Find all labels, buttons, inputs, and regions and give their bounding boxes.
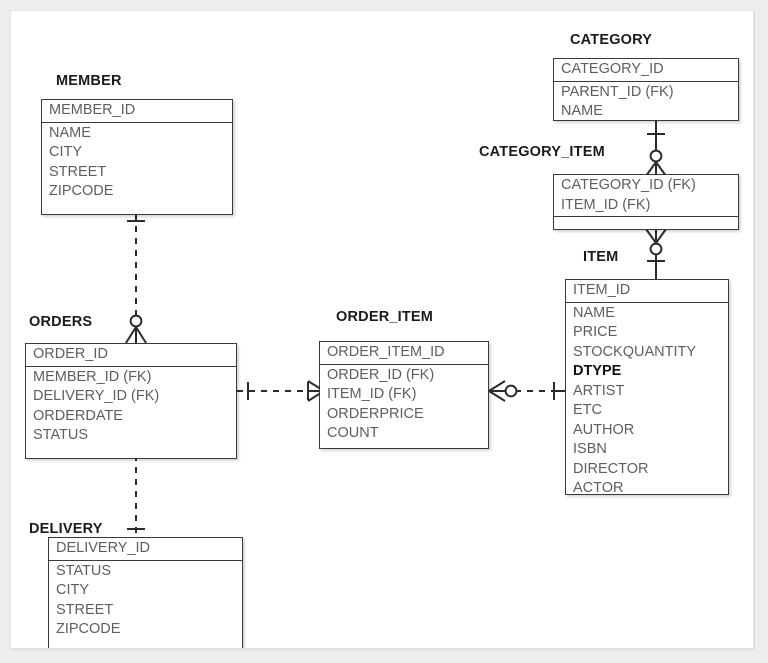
entity-title-category: CATEGORY (570, 32, 653, 48)
attr-section-member: NAME CITY STREET ZIPCODE (42, 123, 232, 204)
attribute-name: NAME (561, 103, 603, 119)
attribute-parent-id-fk: PARENT_ID (FK) (561, 83, 674, 100)
diagram-canvas: MEMBER MEMBER_ID NAME CITY STREET ZIPCOD… (10, 10, 754, 649)
entity-box-category[interactable]: CATEGORY_ID PARENT_ID (FK) NAME (553, 58, 739, 121)
attribute-category-id-fk: CATEGORY_ID (FK) (561, 177, 696, 193)
entity-title-member: MEMBER (56, 73, 122, 89)
attribute-street: STREET (56, 601, 114, 618)
attribute-orderprice: ORDERPRICE (327, 405, 424, 422)
relationship-category-category-item (645, 121, 667, 177)
relationship-category-item-item (645, 228, 667, 281)
pk-section-category: CATEGORY_ID (554, 59, 738, 82)
attribute-name: NAME (49, 124, 91, 141)
entity-box-category-item[interactable]: CATEGORY_ID (FK) ITEM_ID (FK) (553, 174, 739, 230)
attribute-category-id: CATEGORY_ID (561, 61, 664, 77)
attr-section-order-item: ORDER_ID (FK) ITEM_ID (FK) ORDERPRICE CO… (320, 365, 488, 446)
attribute-street: STREET (49, 163, 107, 180)
attribute-status: STATUS (56, 562, 112, 579)
entity-title-category-item: CATEGORY_ITEM (479, 144, 605, 160)
attribute-dtype: DTYPE (573, 363, 622, 379)
attribute-orderdate: ORDERDATE (33, 407, 123, 424)
attribute-actor: ACTOR (573, 480, 624, 496)
attribute-order-id: ORDER_ID (33, 346, 108, 362)
attribute-zipcode: ZIPCODE (49, 183, 114, 199)
relationship-orders-order-item (237, 380, 327, 402)
pk-section-delivery: DELIVERY_ID (49, 538, 242, 561)
attr-section-delivery: STATUS CITY STREET ZIPCODE (49, 561, 242, 642)
attribute-city: CITY (49, 144, 83, 160)
attribute-delivery-id-fk: DELIVERY_ID (FK) (33, 388, 160, 404)
attr-section-category: PARENT_ID (FK) NAME (554, 82, 738, 124)
attr-section-item: NAME PRICE STOCKQUANTITY DTYPE ARTIST ET… (566, 303, 728, 501)
relationship-order-item-item (488, 380, 567, 402)
pk-section-order-item: ORDER_ITEM_ID (320, 342, 488, 365)
attribute-member-id: MEMBER_ID (49, 102, 136, 118)
entity-box-delivery[interactable]: DELIVERY_ID STATUS CITY STREET ZIPCODE (48, 537, 243, 648)
attribute-count: COUNT (327, 425, 379, 441)
entity-title-orders: ORDERS (29, 314, 93, 330)
attribute-status: STATUS (33, 427, 89, 443)
entity-box-member[interactable]: MEMBER_ID NAME CITY STREET ZIPCODE (41, 99, 233, 215)
attribute-etc: ETC (573, 402, 602, 418)
pk-section-orders: ORDER_ID (26, 344, 236, 367)
entity-title-item: ITEM (583, 249, 619, 265)
attribute-zipcode: ZIPCODE (56, 621, 121, 637)
pk-section-member: MEMBER_ID (42, 100, 232, 123)
attribute-city: CITY (56, 582, 90, 598)
entity-title-delivery: DELIVERY (29, 521, 103, 537)
entity-box-orders[interactable]: ORDER_ID MEMBER_ID (FK) DELIVERY_ID (FK)… (25, 343, 237, 459)
attribute-director: DIRECTOR (573, 460, 649, 477)
attribute-order-id-fk: ORDER_ID (FK) (327, 366, 435, 383)
attribute-delivery-id: DELIVERY_ID (56, 540, 151, 556)
attribute-isbn: ISBN (573, 441, 607, 457)
attribute-item-id-fk: ITEM_ID (FK) (327, 386, 417, 402)
attribute-price: PRICE (573, 324, 618, 340)
attribute-artist: ARTIST (573, 382, 625, 399)
attribute-name: NAME (573, 304, 615, 321)
attribute-item-id: ITEM_ID (573, 282, 631, 298)
attr-section-orders: MEMBER_ID (FK) DELIVERY_ID (FK) ORDERDAT… (26, 367, 236, 448)
pk-section-category-item: CATEGORY_ID (FK) ITEM_ID (FK) (554, 175, 738, 217)
attribute-order-item-id: ORDER_ITEM_ID (327, 344, 445, 360)
attribute-member-id-fk: MEMBER_ID (FK) (33, 368, 152, 385)
attribute-stockquantity: STOCKQUANTITY (573, 343, 696, 360)
relationship-member-orders (125, 214, 147, 344)
entity-box-item[interactable]: ITEM_ID NAME PRICE STOCKQUANTITY DTYPE A… (565, 279, 729, 496)
attr-section-category-item (554, 217, 738, 234)
pk-section-item: ITEM_ID (566, 280, 728, 303)
entity-title-order-item: ORDER_ITEM (336, 309, 434, 325)
attribute-item-id-fk: ITEM_ID (FK) (561, 196, 651, 213)
attribute-author: AUTHOR (573, 421, 635, 438)
entity-box-order-item[interactable]: ORDER_ITEM_ID ORDER_ID (FK) ITEM_ID (FK)… (319, 341, 489, 449)
